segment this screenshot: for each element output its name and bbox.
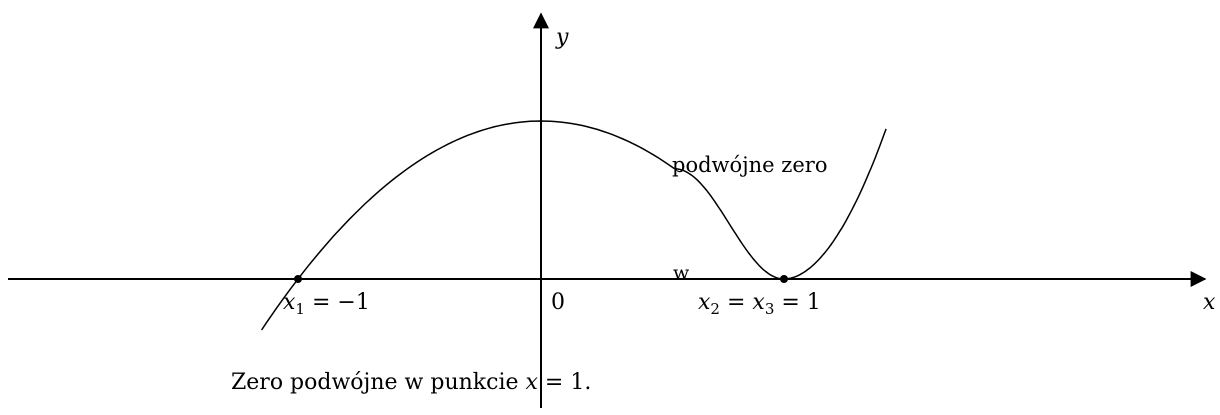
origin-label: 0 [551, 290, 565, 315]
root-label-x1: x1 = −1 [283, 290, 370, 318]
root-point-x2 [780, 275, 788, 283]
curve-left-branch [260, 120, 676, 331]
double-zero-annotation: podwójne zero [672, 153, 827, 177]
root-point-x1 [294, 275, 302, 283]
y-axis-label: y [555, 25, 569, 50]
x-axis-label: x [1203, 290, 1216, 315]
caption: Zero podwójne w punkcie x = 1. [231, 370, 591, 395]
root-label-x2-x3: x2 = x3 = 1 [698, 290, 821, 318]
w-annotation: w [673, 262, 690, 284]
curve-right-branch [674, 128, 887, 280]
